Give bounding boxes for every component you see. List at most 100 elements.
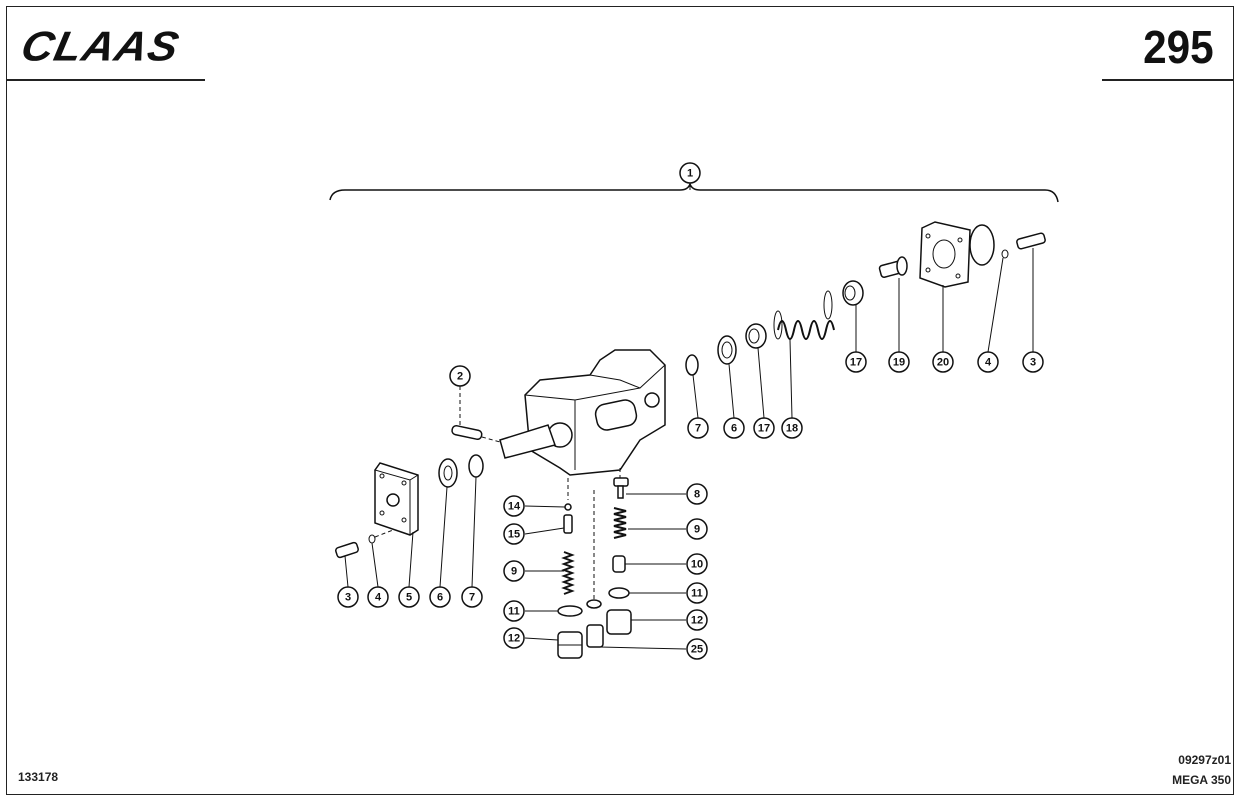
callout-label: 20 [937,357,949,369]
washer-6-left [438,458,458,488]
callout-label: 12 [508,633,520,645]
assembly-brace [329,181,1059,203]
callout-label: 4 [985,357,992,369]
washer-4-right [1001,249,1009,259]
callout-14: 14 [503,495,525,517]
callout-circle [781,417,803,439]
callout-18: 18 [781,417,803,439]
callout-label: 9 [511,566,517,578]
callout-circle [503,495,525,517]
callout-circle [398,586,420,608]
callout-label: 19 [893,357,905,369]
callout-17: 17 [753,417,775,439]
callout-10: 10 [686,553,708,575]
callout-20: 20 [932,351,954,373]
model-name: MEGA 350 [1172,773,1231,787]
callout-circle [687,417,709,439]
callout-circle [888,351,910,373]
callout-19: 19 [888,351,910,373]
header-rule-left [6,79,205,81]
end-cap-20 [919,221,995,288]
callout-label: 3 [345,592,351,604]
callout-circle [686,518,708,540]
oring-7-right [685,354,699,376]
spring-18 [773,290,835,340]
callout-2: 2 [449,365,471,387]
callout-4: 4 [977,351,999,373]
callout-8: 8 [686,483,708,505]
valve-housing [499,349,666,476]
callout-6: 6 [429,586,451,608]
callout-label: 5 [406,592,412,604]
callout-circle [845,351,867,373]
callout-circle [977,351,999,373]
callout-label: 17 [850,357,862,369]
callout-5: 5 [398,586,420,608]
leader-lines [344,184,1034,650]
callout-9: 9 [503,560,525,582]
callout-4: 4 [367,586,389,608]
callout-1: 1 [679,162,701,184]
bolt-left [335,529,394,559]
callout-label: 18 [786,423,798,435]
callout-label: 7 [469,592,475,604]
callout-circle [429,586,451,608]
callout-circle [686,582,708,604]
callout-label: 11 [508,606,520,618]
callout-circle [932,351,954,373]
callout-circle [686,553,708,575]
callout-circle [503,523,525,545]
valve-stack-middle [586,490,604,648]
callout-15: 15 [503,523,525,545]
callout-label: 1 [687,168,693,180]
callout-label: 6 [731,423,737,435]
callout-circle [753,417,775,439]
callout-9: 9 [686,518,708,540]
callout-3: 3 [1022,351,1044,373]
callout-label: 12 [691,615,703,627]
plunger-19 [878,256,908,278]
callout-label: 2 [457,371,463,383]
valve-stack-left [557,478,583,659]
callout-label: 10 [691,559,703,571]
callout-6: 6 [723,417,745,439]
drawing-code: 09297z01 [1178,753,1231,767]
page-number: 295 [1143,21,1214,73]
callout-11: 11 [503,600,525,622]
callout-circle [686,638,708,660]
callout-label: 6 [437,592,443,604]
callout-7: 7 [461,586,483,608]
callout-3: 3 [337,586,359,608]
callout-label: 3 [1030,357,1036,369]
callout-circle [503,627,525,649]
spring-seat-17-top [842,280,864,306]
callout-label: 9 [694,524,700,536]
callout-circle [461,586,483,608]
callout-circle [503,600,525,622]
callout-label: 11 [691,588,703,600]
callout-circle [686,483,708,505]
callout-17: 17 [845,351,867,373]
callout-label: 17 [758,423,770,435]
header-rule-right [1102,79,1234,81]
bolt-right [1016,232,1046,250]
callout-label: 8 [694,489,700,501]
callout-label: 15 [508,529,520,541]
valve-stack-right [606,468,632,635]
callout-12: 12 [503,627,525,649]
callout-label: 7 [695,423,701,435]
callout-7: 7 [687,417,709,439]
callout-circle [1022,351,1044,373]
oring-7-left [468,454,484,478]
footer-left-code: 133178 [18,770,59,784]
cover-plate-left [374,462,419,536]
callout-circle [449,365,471,387]
callout-label: 25 [691,644,703,656]
pin-part [451,386,501,443]
page-frame [6,6,1234,795]
callout-circle [723,417,745,439]
callout-circle [686,609,708,631]
callout-circle [679,162,701,184]
callout-label: 14 [508,501,521,513]
